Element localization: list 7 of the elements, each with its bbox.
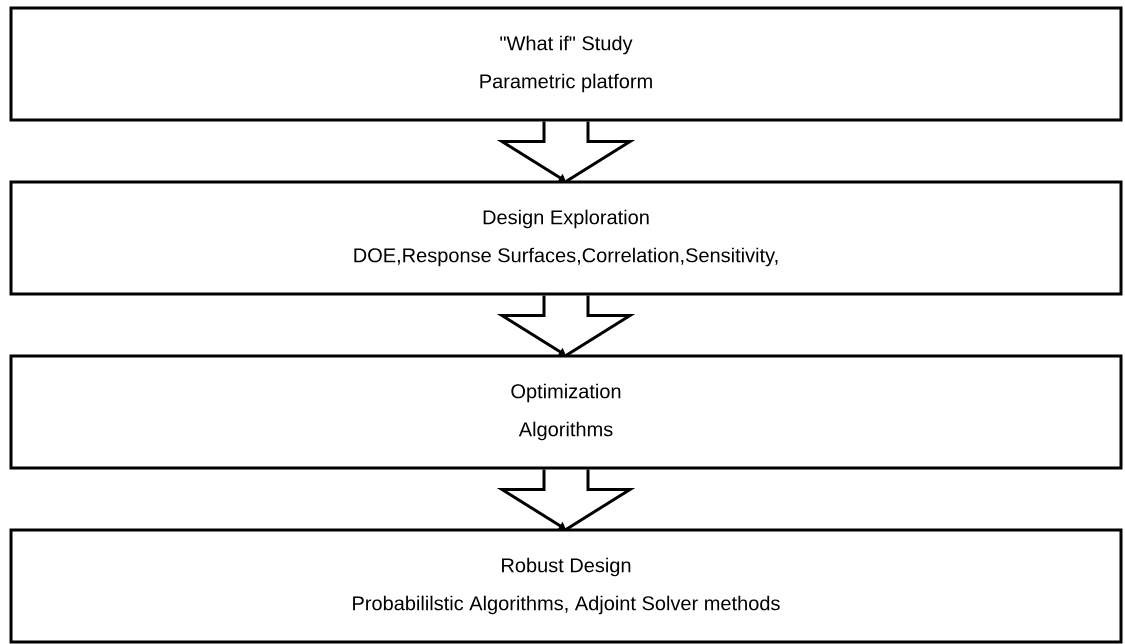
block-arrow <box>496 120 636 183</box>
block-arrow <box>496 294 636 357</box>
process-box: "What if" Study Parametric platform <box>9 6 1123 122</box>
block-arrow <box>496 468 636 531</box>
process-box: Robust Design Probabililstic Algorithms, Adjoint Solver methods <box>9 528 1123 644</box>
process-box: Design Exploration DOE,Response Surfaces,Correlation,Sensitivity, <box>9 180 1123 296</box>
process-box: Optimization Algorithms <box>9 354 1123 470</box>
